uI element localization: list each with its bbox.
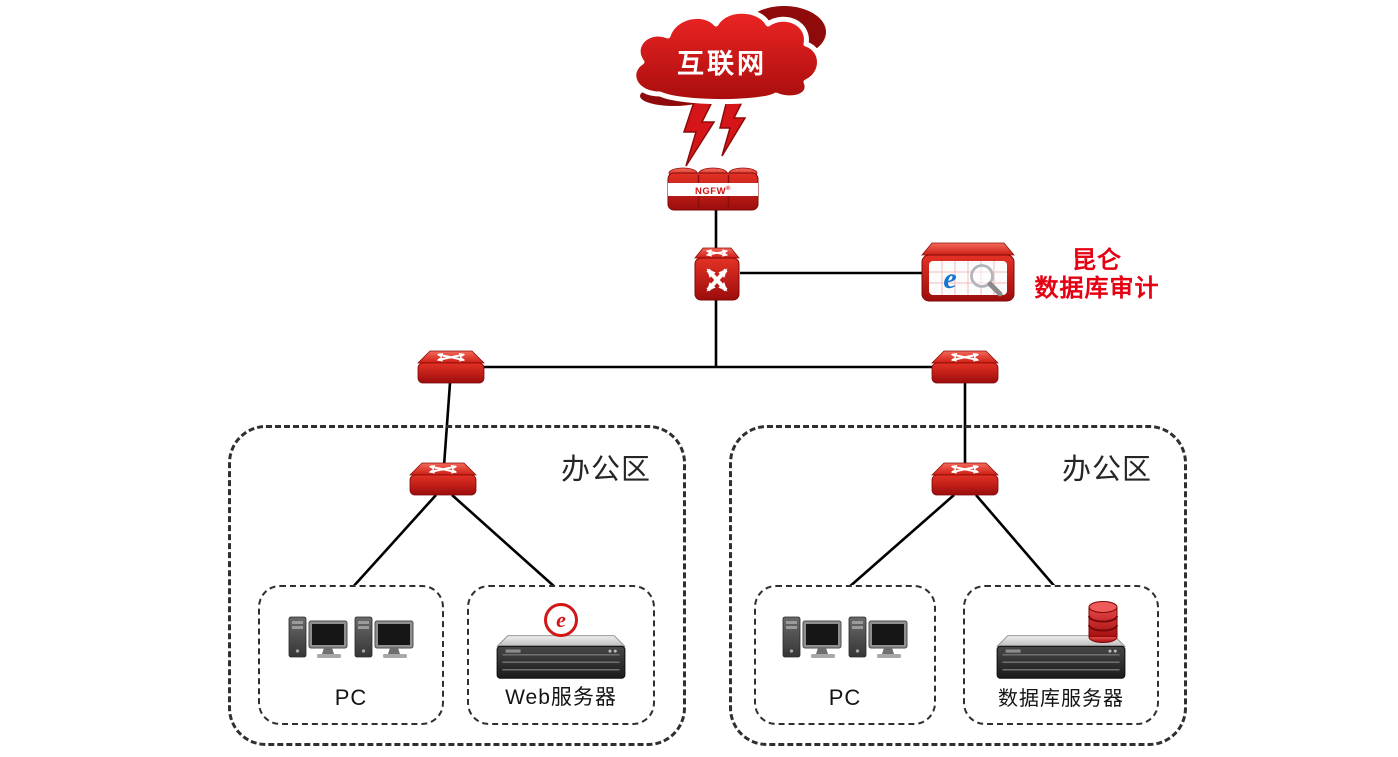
pc-group-right-label: PC (828, 685, 862, 710)
web-server-icon (495, 633, 627, 683)
ngfw-label-text: NGFW (695, 186, 727, 198)
ngfw-label: NGFW® (666, 183, 760, 198)
audit-label: 昆仑 数据库审计 (1012, 247, 1182, 303)
ie-logo-glyph: e (943, 262, 957, 295)
web-server: e (495, 603, 627, 683)
access-switch-left (408, 461, 478, 497)
pc-icons (260, 613, 442, 665)
core-switch (693, 246, 741, 302)
ie-badge-icon: e (544, 603, 578, 637)
audit-label-line2: 数据库审计 (1034, 275, 1160, 302)
switch-icon (930, 461, 1000, 497)
audit-appliance-icon (921, 242, 1015, 302)
internet-cloud-icon (631, 6, 826, 106)
switch-icon (930, 349, 1000, 385)
audit-label-line1: 昆仑 (1072, 247, 1122, 274)
pc-group-left-label: PC (334, 685, 368, 710)
office-zone-right: 办公区 (729, 425, 1187, 746)
ngfw-registered-mark: ® (726, 186, 731, 192)
switch-icon (408, 461, 478, 497)
office-zone-left: 办公区 (228, 425, 686, 746)
pc-group-left: PC (258, 585, 444, 725)
ngfw-firewall: NGFW® (666, 165, 760, 212)
internet-label: 互联网 (677, 49, 767, 79)
distribution-switch-left (416, 349, 486, 385)
pc-icon (287, 613, 349, 665)
pc-icon (353, 613, 415, 665)
db-server-group: 数据库服务器 (963, 585, 1159, 725)
access-switch-right (930, 461, 1000, 497)
web-server-group: e Web服务器 (467, 585, 655, 725)
distribution-switch-right (930, 349, 1000, 385)
database-audit-appliance: e (920, 241, 1016, 305)
ngfw-firewall-icon (667, 167, 759, 211)
db-server-label: 数据库服务器 (998, 688, 1124, 710)
zone-label-right: 办公区 (1061, 454, 1152, 486)
pc-icon (781, 613, 843, 665)
database-icon (1088, 601, 1118, 643)
core-switch-icon (694, 247, 740, 301)
pc-icons (756, 613, 934, 665)
zone-label-left: 办公区 (560, 454, 651, 486)
pc-icon (847, 613, 909, 665)
switch-icon (416, 349, 486, 385)
pc-group-right: PC (754, 585, 936, 725)
web-server-label: Web服务器 (505, 686, 617, 709)
db-server (995, 601, 1127, 683)
internet-cloud: 互联网 (612, 2, 832, 108)
